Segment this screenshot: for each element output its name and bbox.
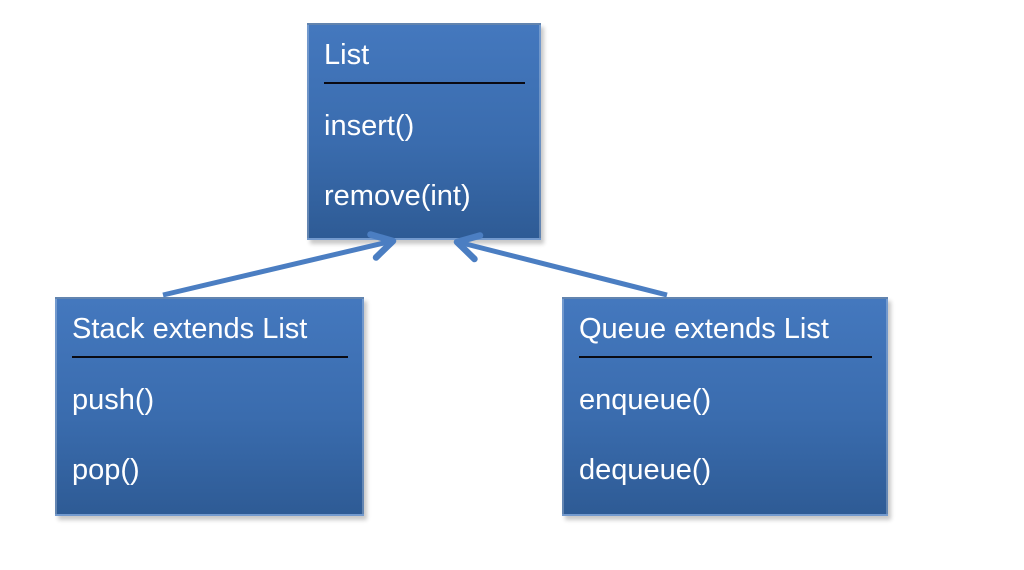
method-push: push() (72, 384, 155, 416)
method-enqueue: enqueue() (579, 384, 712, 416)
class-title-stack: Stack extends List (72, 313, 308, 345)
arrow-queue-to-list (453, 232, 668, 298)
arrow-shaft (459, 240, 668, 298)
title-underline (579, 356, 872, 358)
title-underline (324, 82, 525, 84)
class-title-queue: Queue extends List (579, 313, 829, 345)
method-remove: remove(int) (324, 180, 471, 212)
class-box-list: List insert() remove(int) (307, 23, 541, 240)
class-title-list: List (324, 39, 370, 71)
class-box-queue: Queue extends List enqueue() dequeue() (562, 297, 888, 516)
title-underline (72, 356, 348, 358)
method-pop: pop() (72, 454, 140, 486)
arrow-shaft (162, 239, 391, 298)
method-dequeue: dequeue() (579, 454, 712, 486)
method-insert: insert() (324, 110, 415, 142)
class-box-stack: Stack extends List push() pop() (55, 297, 364, 516)
arrow-stack-to-list (162, 231, 397, 298)
